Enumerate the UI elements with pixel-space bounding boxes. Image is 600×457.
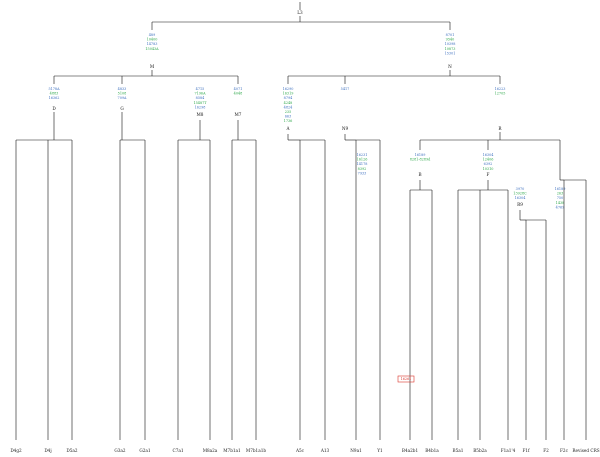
crs-mutations: 263 xyxy=(557,192,563,196)
root-label: L3 xyxy=(297,10,303,15)
d-mutations: 5178A xyxy=(48,87,60,91)
a-mutations: 4824 xyxy=(284,105,293,109)
leaf-label: M8a2a xyxy=(203,448,218,453)
a-mutations: 663 xyxy=(285,115,291,119)
d-mutations: 4883 xyxy=(50,92,59,96)
haplogroup-a-label: A xyxy=(285,126,290,131)
a-mutations: 235 xyxy=(285,110,291,114)
n-mutations: 9540 xyxy=(446,38,455,42)
n9-mutations: 5417 xyxy=(341,87,350,91)
y-mutations: 8392 xyxy=(358,167,367,171)
haplogroup-n-label: N xyxy=(448,64,452,69)
leaf-label: F2 xyxy=(543,448,549,453)
b-mutations: 8281-8289d xyxy=(410,158,431,162)
m-mutations: 14783 xyxy=(147,42,158,46)
g-mutations: 4833 xyxy=(118,87,127,91)
leaf-label: M7b1a1 xyxy=(223,448,241,453)
d-mutations: 16362 xyxy=(49,96,60,100)
haplogroup-m7-label: M7 xyxy=(235,112,242,117)
g-mutations: 5108 xyxy=(118,92,127,96)
crs-mutations: 16189 xyxy=(555,187,566,191)
leaf-label: N9a1 xyxy=(350,448,362,453)
leaf-label: B4b1a xyxy=(425,448,439,453)
leaf-label: A5c xyxy=(295,448,305,453)
a-mutations: 1736 xyxy=(284,119,293,123)
r9-mutations: 3970 xyxy=(516,187,525,191)
leaf-label: F2c xyxy=(560,448,569,453)
leaf-label: A13 xyxy=(320,448,330,453)
haplogroup-g-label: G xyxy=(120,106,124,111)
n-mutations: 15301 xyxy=(445,51,456,55)
n-mutations: 8701 xyxy=(446,33,455,37)
y-mutations: 7933 xyxy=(358,171,367,175)
leaf-label: D5a2 xyxy=(66,448,78,453)
y-mutations: 16126 xyxy=(357,158,368,162)
a-mutations: 8794 xyxy=(284,96,293,100)
leaf-label: C7a1 xyxy=(172,448,183,453)
haplogroup-m-label: M xyxy=(150,64,155,69)
haplogroup-m8-label: M8 xyxy=(197,112,204,117)
leaf-label: B4a2b1 xyxy=(402,448,419,453)
leaf-label: F1a1'4 xyxy=(501,448,516,453)
leaf-label: D4g2 xyxy=(10,448,22,453)
m8-mutations: 4715 xyxy=(196,87,205,91)
y-mutations: 16231 xyxy=(357,153,368,157)
n-mutations: 10398 xyxy=(445,42,456,46)
r-mutations: 16223 xyxy=(495,87,506,91)
leaf-label: M7b1a1b xyxy=(246,448,266,453)
y-mutations: 14178 xyxy=(357,162,368,166)
f-mutations: 6392 xyxy=(484,162,493,166)
g-mutations: 709A xyxy=(118,96,127,100)
highlight-box xyxy=(397,375,415,383)
m8-mutations: 7196A xyxy=(194,92,206,96)
haplogroup-r-label: R xyxy=(498,126,502,131)
crs-mutations: 4769 xyxy=(556,205,565,209)
r-mutations: 12705 xyxy=(495,92,506,96)
m-mutations: 489 xyxy=(149,33,155,37)
f-mutations: 12406 xyxy=(483,158,494,162)
leaf-label: B5b2a xyxy=(473,448,487,453)
n-mutations: 10873 xyxy=(445,47,456,51)
leaf-label: D4j xyxy=(44,448,51,453)
leaf-label: Y1 xyxy=(376,448,383,453)
haplogroup-d-label: D xyxy=(52,106,56,111)
m7-mutations: 4071 xyxy=(234,87,243,91)
m-mutations: 10400 xyxy=(147,38,158,42)
f-mutations: 16304 xyxy=(483,153,494,157)
leaf-label: B5a1 xyxy=(453,448,464,453)
a-mutations: 16290 xyxy=(283,87,294,91)
crs-mutations: 1438 xyxy=(556,201,565,205)
a-mutations: 4248 xyxy=(284,101,293,105)
f-mutations: 10310 xyxy=(483,167,494,171)
crs-mutations: 750 xyxy=(557,196,563,200)
m8-mutations: 16298 xyxy=(195,105,206,109)
a-mutations: 16319 xyxy=(283,92,294,96)
leaf-label: G3a2 xyxy=(114,448,126,453)
m7-mutations: 4048 xyxy=(234,92,243,96)
leaf-label: F1f xyxy=(522,448,530,453)
leaf-label: G2a1 xyxy=(139,448,151,453)
haplogroup-f-label: F xyxy=(487,172,490,177)
m8-mutations: 15487T xyxy=(193,101,207,105)
r9-mutations: 13928C xyxy=(513,192,527,196)
r9-mutations: 16304 xyxy=(515,196,526,200)
b-mutations: 16189 xyxy=(415,153,426,157)
haplogroup-b-label: B xyxy=(418,172,421,177)
haplogroup-n9-label: N9 xyxy=(342,126,349,131)
leaf-label: Revised CRS xyxy=(572,448,599,453)
highlight-label: 16261 xyxy=(401,377,412,381)
m-mutations: 15043A xyxy=(145,47,159,51)
m8-mutations: 8584 xyxy=(196,96,205,100)
haplogroup-r9-label: R9 xyxy=(517,202,523,207)
